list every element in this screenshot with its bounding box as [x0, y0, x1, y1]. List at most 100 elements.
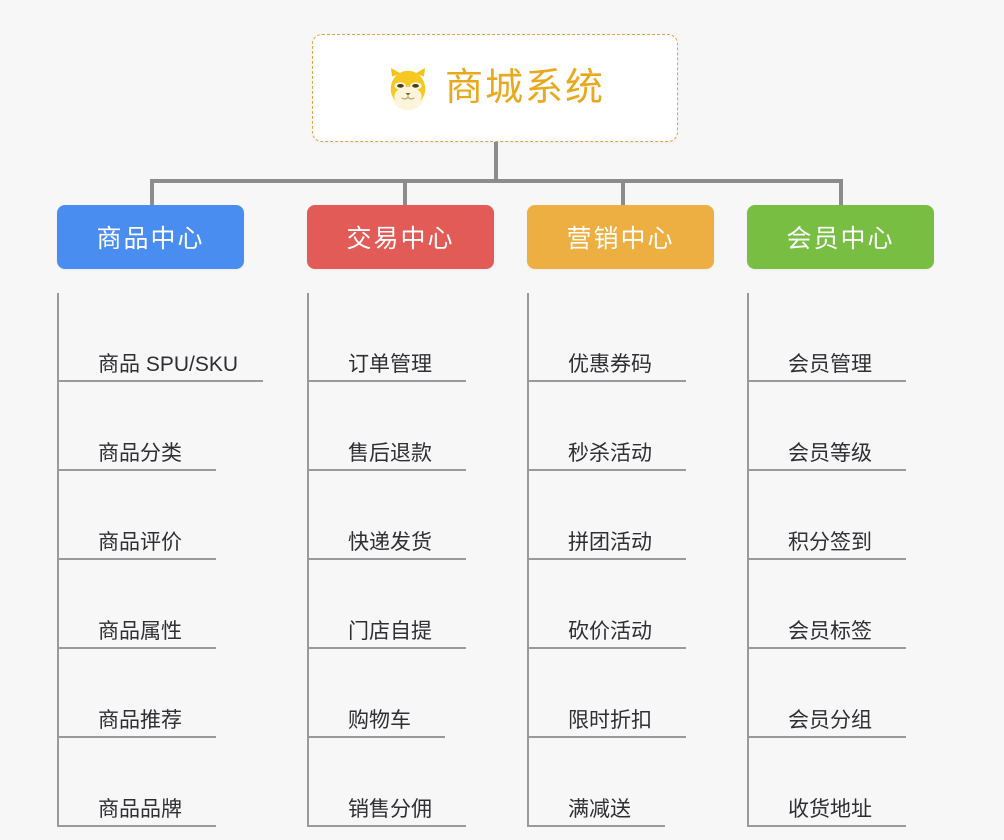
- leaf-label: 订单管理: [348, 352, 432, 376]
- leaf-list-product: 商品 SPU/SKU 商品分类 商品评价 商品属性 商品推荐: [57, 293, 263, 827]
- root-node[interactable]: 商城系统: [312, 34, 678, 142]
- leaf-rule: [528, 469, 686, 471]
- connector-bus: [150, 179, 840, 183]
- list-item[interactable]: 商品 SPU/SKU: [58, 293, 263, 382]
- leaf-rule: [528, 736, 686, 738]
- list-item[interactable]: 会员等级: [748, 382, 934, 471]
- leaf-label: 砍价活动: [568, 619, 652, 643]
- leaf-spine: [57, 293, 59, 827]
- leaf-label: 满减送: [568, 797, 631, 821]
- leaf-label: 收货地址: [788, 797, 872, 821]
- category-column-marketing: 营销中心 优惠券码 秒杀活动 拼团活动 砍价活动: [527, 205, 714, 827]
- list-item[interactable]: 砍价活动: [528, 560, 714, 649]
- leaf-label: 会员管理: [788, 352, 872, 376]
- list-item[interactable]: 满减送: [528, 738, 714, 827]
- connector-drop-1: [150, 179, 154, 209]
- category-label: 交易中心: [346, 225, 455, 253]
- list-item[interactable]: 商品分类: [58, 382, 244, 471]
- leaf-rule: [58, 736, 216, 738]
- category-column-trade: 交易中心 订单管理 售后退款 快递发货 门店自提: [307, 205, 494, 827]
- category-label: 会员中心: [786, 225, 895, 253]
- leaf-rule: [58, 825, 216, 827]
- category-column-product: 商品中心 商品 SPU/SKU 商品分类 商品评价 商品属性: [57, 205, 263, 827]
- leaf-label: 销售分佣: [348, 797, 432, 821]
- leaf-label: 积分签到: [788, 530, 872, 554]
- list-item[interactable]: 商品评价: [58, 471, 244, 560]
- list-item[interactable]: 积分签到: [748, 471, 934, 560]
- leaf-rule: [528, 558, 686, 560]
- leaf-rule: [748, 736, 906, 738]
- leaf-label: 限时折扣: [568, 708, 652, 732]
- leaf-spine: [307, 293, 309, 827]
- leaf-label: 快递发货: [348, 530, 432, 554]
- connector-drop-3: [621, 179, 625, 209]
- root-title: 商城系统: [444, 67, 605, 109]
- list-item[interactable]: 售后退款: [308, 382, 494, 471]
- leaf-rule: [308, 558, 466, 560]
- leaf-label: 商品推荐: [98, 708, 182, 732]
- leaf-rule: [528, 647, 686, 649]
- list-item[interactable]: 订单管理: [308, 293, 494, 382]
- leaf-rule: [748, 469, 906, 471]
- leaf-rule: [308, 825, 466, 827]
- leaf-label: 优惠券码: [568, 352, 652, 376]
- list-item[interactable]: 商品推荐: [58, 649, 244, 738]
- leaf-spine: [527, 293, 529, 827]
- leaf-label: 商品评价: [98, 530, 182, 554]
- list-item[interactable]: 限时折扣: [528, 649, 714, 738]
- list-item[interactable]: 销售分佣: [308, 738, 494, 827]
- leaf-label: 商品 SPU/SKU: [98, 352, 239, 376]
- leaf-list-marketing: 优惠券码 秒杀活动 拼团活动 砍价活动 限时折扣: [527, 293, 714, 827]
- leaf-label: 会员标签: [788, 619, 872, 643]
- leaf-list-member: 会员管理 会员等级 积分签到 会员标签 会员分组: [747, 293, 934, 827]
- category-column-member: 会员中心 会员管理 会员等级 积分签到 会员标签: [747, 205, 934, 827]
- list-item[interactable]: 会员标签: [748, 560, 934, 649]
- leaf-label: 拼团活动: [568, 530, 652, 554]
- category-label: 营销中心: [566, 225, 675, 253]
- list-item[interactable]: 商品品牌: [58, 738, 244, 827]
- leaf-label: 购物车: [348, 708, 411, 732]
- leaf-spine: [747, 293, 749, 827]
- leaf-rule: [58, 647, 216, 649]
- list-item[interactable]: 秒杀活动: [528, 382, 714, 471]
- category-label: 商品中心: [96, 225, 205, 253]
- leaf-rule: [58, 380, 263, 382]
- list-item[interactable]: 会员分组: [748, 649, 934, 738]
- category-box-member[interactable]: 会员中心: [747, 205, 934, 269]
- leaf-rule: [528, 380, 686, 382]
- leaf-rule: [748, 647, 906, 649]
- leaf-rule: [748, 558, 906, 560]
- list-item[interactable]: 优惠券码: [528, 293, 714, 382]
- leaf-rule: [308, 380, 466, 382]
- leaf-label: 售后退款: [348, 441, 432, 465]
- leaf-rule: [308, 469, 466, 471]
- shiba-dog-face-icon: [385, 65, 431, 111]
- leaf-rule: [748, 380, 906, 382]
- leaf-label: 商品品牌: [98, 797, 182, 821]
- leaf-list-trade: 订单管理 售后退款 快递发货 门店自提 购物车: [307, 293, 494, 827]
- leaf-label: 商品属性: [98, 619, 182, 643]
- list-item[interactable]: 购物车: [308, 649, 494, 738]
- category-box-product[interactable]: 商品中心: [57, 205, 244, 269]
- leaf-label: 商品分类: [98, 441, 182, 465]
- category-box-marketing[interactable]: 营销中心: [527, 205, 714, 269]
- connector-root-stem: [494, 142, 498, 182]
- leaf-rule: [308, 647, 466, 649]
- leaf-rule: [528, 825, 665, 827]
- list-item[interactable]: 会员管理: [748, 293, 934, 382]
- leaf-rule: [748, 825, 906, 827]
- leaf-rule: [58, 558, 216, 560]
- list-item[interactable]: 商品属性: [58, 560, 244, 649]
- connector-drop-2: [403, 179, 407, 209]
- connector-drop-4: [839, 179, 843, 209]
- leaf-label: 会员分组: [788, 708, 872, 732]
- leaf-label: 秒杀活动: [568, 441, 652, 465]
- list-item[interactable]: 门店自提: [308, 560, 494, 649]
- list-item[interactable]: 收货地址: [748, 738, 934, 827]
- category-box-trade[interactable]: 交易中心: [307, 205, 494, 269]
- leaf-label: 门店自提: [348, 619, 432, 643]
- leaf-rule: [308, 736, 445, 738]
- list-item[interactable]: 拼团活动: [528, 471, 714, 560]
- list-item[interactable]: 快递发货: [308, 471, 494, 560]
